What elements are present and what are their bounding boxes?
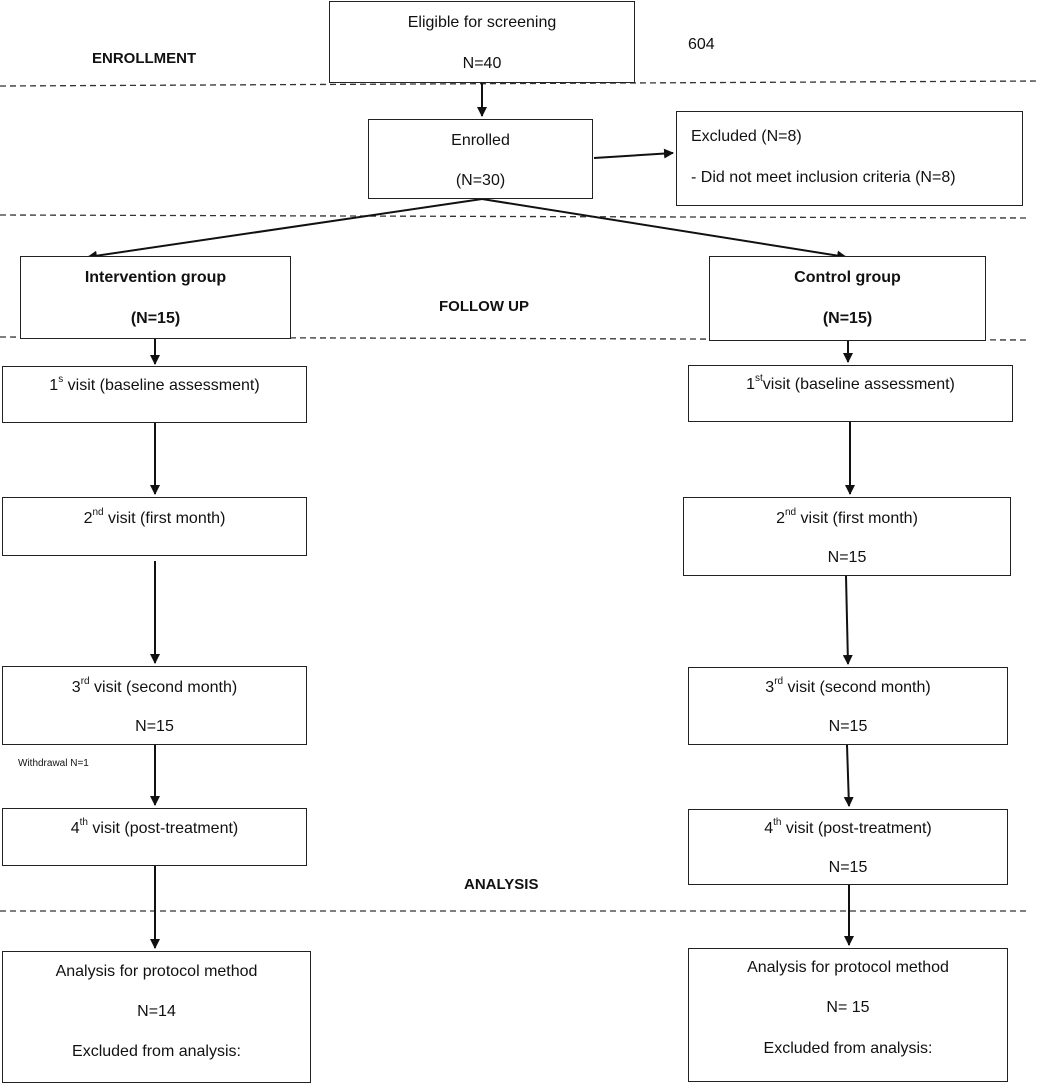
control-visit3-sup: rd (774, 675, 784, 687)
control-visit3-label: 3rd visit (second month) (765, 675, 931, 696)
excluded-reason: - Did not meet inclusion criteria (N=8) (691, 169, 956, 186)
excluded-box: Excluded (N=8) - Did not meet inclusion … (676, 111, 1023, 206)
intervention-visit3-box: 3rd visit (second month) N=15 (2, 666, 307, 745)
intervention-visit2-label: 2nd visit (first month) (83, 506, 226, 527)
control-visit2-box: 2nd visit (first month) N=15 (683, 497, 1011, 576)
intervention-visit1-label: 1s visit (baseline assessment) (49, 373, 260, 394)
control-analysis-count: N= 15 (826, 999, 870, 1016)
intervention-group-box: Intervention group (N=15) (20, 256, 291, 339)
arrow-enrolled-to-control (481, 198, 847, 261)
control-analysis-box: Analysis for protocol method N= 15 Exclu… (688, 948, 1008, 1082)
control-group-title: Control group (794, 269, 901, 286)
intervention-visit4-sup: th (79, 816, 88, 828)
control-group-count: (N=15) (822, 310, 873, 327)
intervention-visit1-box: 1s visit (baseline assessment) (2, 366, 307, 423)
intervention-analysis-count: N=14 (137, 1003, 176, 1020)
intervention-visit4-label: 4th visit (post-treatment) (70, 816, 239, 837)
control-visit4-label: 4th visit (post-treatment) (764, 816, 932, 837)
enrolled-title: Enrolled (451, 132, 510, 149)
intervention-visit4-box: 4th visit (post-treatment) (2, 808, 307, 866)
control-visit3-box: 3rd visit (second month) N=15 (688, 667, 1008, 745)
intervention-visit3-label: 3rd visit (second month) (71, 675, 238, 696)
eligible-count: N=40 (462, 55, 502, 72)
intervention-analysis-title: Analysis for protocol method (55, 963, 258, 980)
section-follow-up: FOLLOW UP (439, 298, 529, 315)
intervention-visit3-sup: rd (80, 675, 90, 687)
eligible-title: Eligible for screening (407, 14, 557, 31)
eligible-box: Eligible for screening N=40 (329, 1, 635, 83)
arrow-ctl-v2-to-v3 (842, 575, 853, 665)
control-visit1-box: 1stvisit (baseline assessment) (688, 365, 1013, 422)
intervention-visit2-sup: nd (92, 506, 104, 518)
control-visit2-label: 2nd visit (first month) (776, 506, 918, 527)
intervention-analysis-box: Analysis for protocol method N=14 Exclud… (2, 951, 311, 1083)
section-enrollment: ENROLLMENT (92, 50, 197, 67)
intervention-visit1-sup: s (58, 373, 64, 385)
control-visit2-sup: nd (784, 506, 797, 518)
intervention-analysis-excluded: Excluded from analysis: (72, 1043, 241, 1060)
intervention-visit2-box: 2nd visit (first month) (2, 497, 307, 556)
arrow-enrolled-to-excluded (593, 148, 674, 159)
page-number: 604 (688, 36, 715, 53)
control-visit1-label: 1stvisit (baseline assessment) (746, 372, 955, 393)
intervention-withdrawal-note: Withdrawal N=1 (18, 758, 89, 769)
excluded-title: Excluded (N=8) (691, 128, 802, 145)
control-analysis-title: Analysis for protocol method (747, 959, 949, 976)
enrolled-box: Enrolled (N=30) (368, 119, 593, 199)
control-visit4-count: N=15 (828, 859, 868, 876)
control-visit3-count: N=15 (828, 718, 868, 735)
separator-enrollment (0, 80, 1040, 87)
control-visit2-count: N=15 (827, 549, 867, 566)
intervention-group-title: Intervention group (84, 269, 227, 286)
control-visit4-box: 4th visit (post-treatment) N=15 (688, 809, 1008, 885)
intervention-visit3-count: N=15 (135, 718, 174, 735)
arrow-ctl-v3-to-v4 (843, 744, 854, 807)
arrow-enrolled-to-intervention (87, 198, 483, 261)
separator-allocation (0, 214, 1031, 219)
enrolled-count: (N=30) (455, 172, 506, 189)
control-visit1-sup: st (755, 372, 763, 384)
intervention-group-count: (N=15) (130, 310, 181, 327)
section-analysis: ANALYSIS (464, 876, 539, 893)
control-analysis-excluded: Excluded from analysis: (763, 1040, 933, 1057)
control-visit4-sup: th (773, 816, 782, 828)
control-group-box: Control group (N=15) (709, 256, 986, 341)
